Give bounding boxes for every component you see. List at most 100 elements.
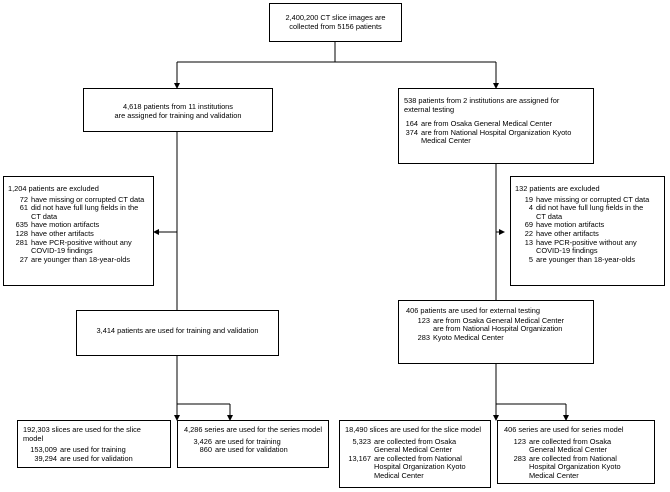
description: are collected from Osaka General Medical…: [529, 436, 612, 455]
series-training-header: 4,286 series are used for the series mod…: [184, 425, 323, 434]
count: 69: [524, 220, 533, 230]
description: are collected from National Hospital Org…: [374, 453, 466, 480]
collected-line-1: 2,400,200 CT slice images are: [285, 13, 386, 22]
count: 374: [405, 127, 418, 137]
external-used-header: 406 patients are used for external testi…: [406, 306, 540, 315]
description: have other artifacts: [536, 228, 599, 238]
slices-training-header: 192,303 slices are used for the slice mo…: [23, 425, 141, 443]
count: 4: [528, 203, 533, 213]
count: 635: [15, 220, 28, 230]
description: are used for validation: [215, 445, 288, 455]
count: 19: [524, 194, 533, 204]
description: are from National Hospital Organization …: [421, 127, 572, 146]
description: have missing or corrupted CT data: [31, 194, 145, 204]
description: are collected from National Hospital Org…: [529, 453, 621, 480]
description: did not have full lung fields in the CT …: [536, 203, 644, 221]
count: 27: [19, 254, 28, 264]
training-used-line: 3,414 patients are used for training and…: [96, 326, 259, 335]
count: 860: [199, 445, 212, 455]
description: are used for training: [60, 445, 126, 455]
description: are used for validation: [60, 453, 133, 463]
description: have motion artifacts: [536, 220, 605, 230]
slices-testing-header: 18,490 slices are used for the slice mod…: [345, 425, 481, 434]
box-training-used: 3,414 patients are used for training and…: [76, 310, 279, 356]
external-assign-item: 164 are from Osaka General Medical Cente…: [404, 120, 589, 129]
external-assign-line-1: 538 patients from 2 institutions are ass…: [404, 96, 560, 105]
training-assign-line-1: 4,618 patients from 11 institutions: [123, 102, 233, 111]
description: have motion artifacts: [31, 220, 100, 230]
count: 123: [513, 436, 526, 446]
description: are collected from Osaka General Medical…: [374, 436, 457, 455]
box-series-testing: 406 series are used for series model 123…: [497, 420, 655, 484]
description: have missing or corrupted CT data: [536, 194, 650, 204]
description: are used for training: [215, 436, 281, 446]
external-assign-item: 374 are from National Hospital Organizat…: [404, 127, 589, 146]
description: are from Osaka General Medical Center: [421, 119, 553, 129]
training-assign-line-2: are assigned for training and validation: [114, 110, 242, 120]
description: Kyoto Medical Center: [433, 332, 504, 342]
box-slices-training: 192,303 slices are used for the slice mo…: [17, 420, 171, 468]
count: 13,167: [348, 453, 371, 463]
description: are from National Hospital Organization: [433, 324, 563, 334]
count: 13: [524, 237, 533, 247]
count: 283: [417, 332, 430, 342]
count: 61: [19, 203, 28, 213]
count: 164: [405, 119, 418, 129]
collected-line-2: collected from 5156 patients: [289, 21, 382, 31]
box-external-assign: 538 patients from 2 institutions are ass…: [398, 88, 594, 164]
description: have PCR-positive without any COVID-19 f…: [31, 237, 132, 256]
excluded-header: 132 patients are excluded: [515, 184, 600, 193]
description: did not have full lung fields in the CT …: [31, 203, 139, 221]
box-series-training: 4,286 series are used for the series mod…: [177, 420, 329, 468]
excluded-header: 1,204 patients are excluded: [8, 184, 99, 193]
count: 128: [15, 228, 28, 238]
description: have other artifacts: [31, 228, 94, 238]
count: 123: [417, 315, 430, 325]
external-used-item: 123 are from Osaka General Medical Cente…: [406, 315, 589, 326]
box-slices-testing: 18,490 slices are used for the slice mod…: [339, 420, 491, 488]
box-training-assign: 4,618 patients from 11 institutions are …: [83, 88, 273, 132]
box-collected: 2,400,200 CT slice images are collected …: [269, 3, 402, 42]
count: 22: [524, 228, 533, 238]
count: 72: [19, 194, 28, 204]
box-external-used: 406 patients are used for external testi…: [398, 300, 594, 364]
description: are younger than 18-year-olds: [31, 254, 131, 264]
count: 153,009: [30, 445, 57, 455]
count: 5: [528, 254, 533, 264]
external-used-item: 283 Kyoto Medical Center: [406, 332, 589, 343]
external-used-item: are from National Hospital Organization: [406, 325, 589, 334]
count: 281: [15, 237, 28, 247]
count: 5,323: [352, 436, 372, 446]
description: are younger than 18-year-olds: [536, 254, 636, 264]
series-testing-header: 406 series are used for series model: [504, 425, 624, 434]
description: are from Osaka General Medical Center: [433, 315, 565, 325]
count: 3,426: [193, 436, 213, 446]
description: have PCR-positive without any COVID-19 f…: [536, 237, 637, 256]
count: 283: [513, 453, 526, 463]
external-assign-line-2: external testing: [404, 104, 455, 114]
count: 39,294: [34, 453, 57, 463]
